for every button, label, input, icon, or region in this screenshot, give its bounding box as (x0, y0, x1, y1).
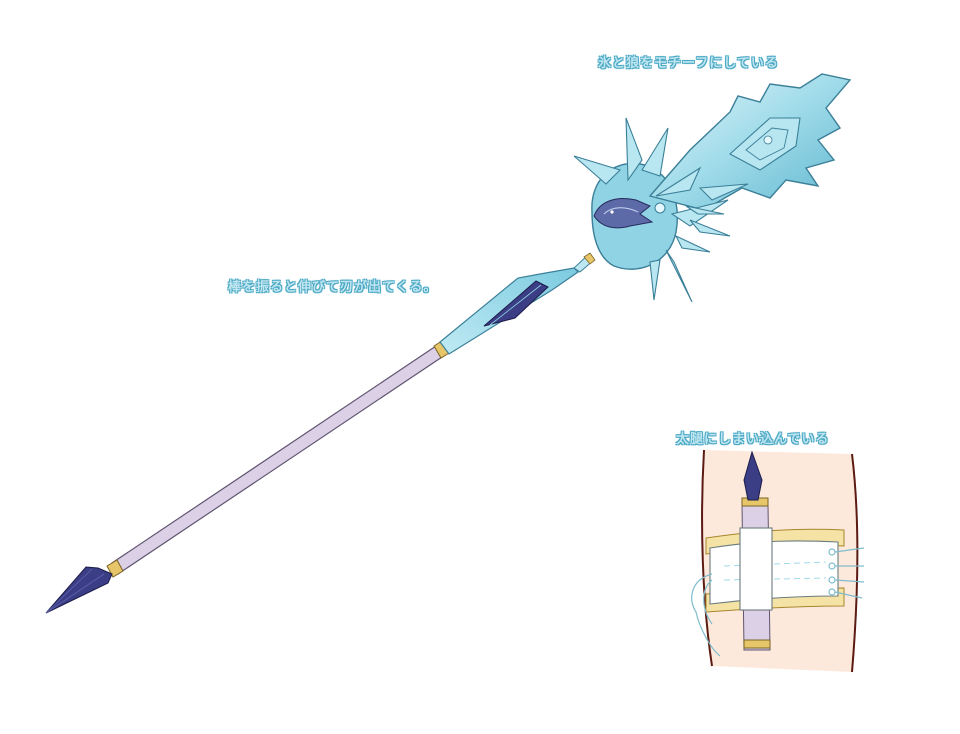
annotation-blade: 棒を振ると伸びて刃が出てくる。 (228, 280, 438, 295)
staff-shaft (111, 343, 446, 575)
holster-strap (739, 527, 773, 611)
thigh-holster-inset (691, 449, 865, 673)
ice-wolf-staff (45, 252, 596, 614)
blade-diamond (729, 117, 801, 171)
head-orb (654, 202, 666, 214)
annotation-thigh: 太腿にしまい込んでいる (676, 432, 830, 447)
ice-shards (573, 117, 749, 303)
wolf-emblem (593, 198, 654, 229)
mini-staff-gem (743, 450, 763, 501)
annotation-motif: 氷と狼をモチーフにしている (598, 56, 779, 71)
holster-laces (691, 547, 865, 657)
holster-body (709, 540, 839, 605)
ice-wolf-head (573, 73, 852, 303)
